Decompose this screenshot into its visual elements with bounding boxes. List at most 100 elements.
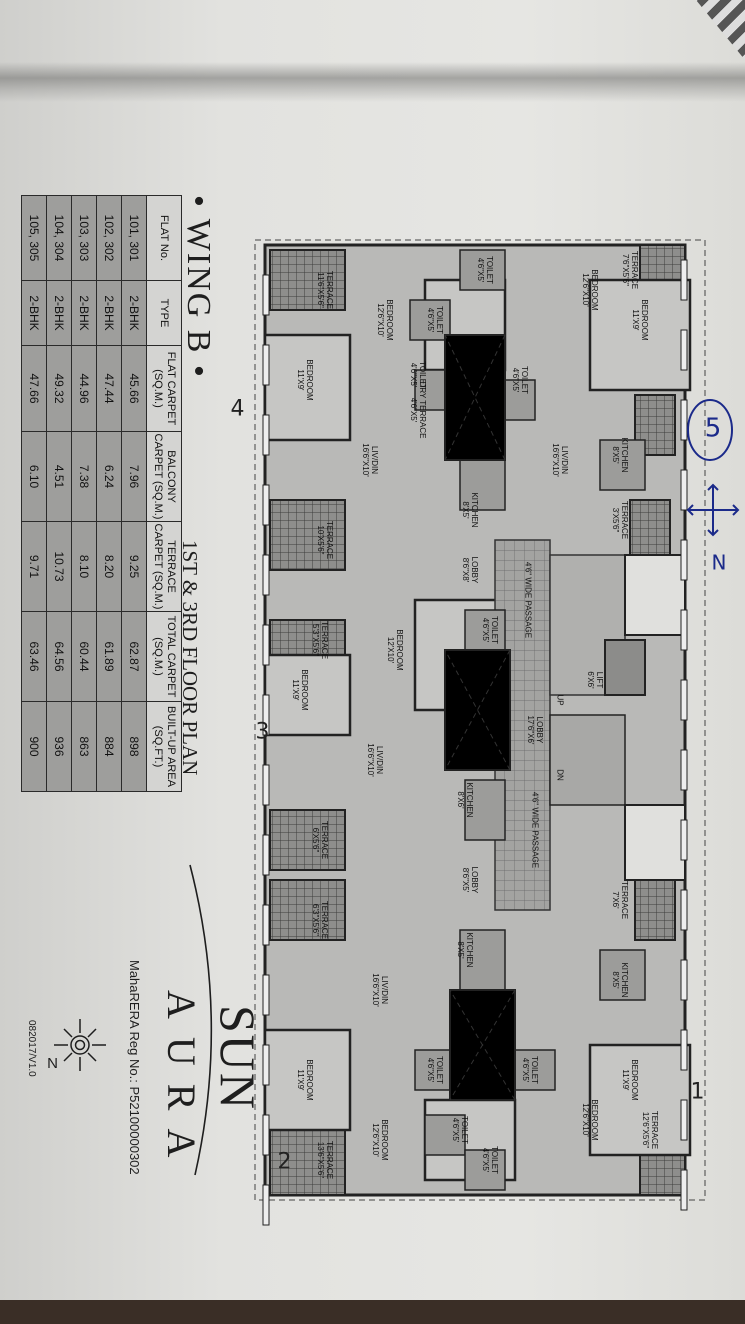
window bbox=[680, 469, 688, 511]
window bbox=[262, 484, 270, 526]
room-size: 16'6"X10' bbox=[371, 973, 380, 1007]
table-cell: 63.46 bbox=[21, 611, 47, 702]
room-name: TERRACE bbox=[620, 500, 629, 540]
title-swoosh bbox=[189, 864, 213, 1176]
handwritten-flat-3: 3 bbox=[255, 719, 270, 745]
table-cell: 936 bbox=[46, 701, 72, 792]
table-cell: 7.38 bbox=[71, 431, 97, 522]
room-name: BEDROOM bbox=[640, 299, 649, 341]
room-name: 4'6" WIDE PASSAGE bbox=[523, 561, 533, 639]
room-label: 4'6" WIDE PASSAGE bbox=[524, 562, 533, 638]
room-name: TERRACE bbox=[650, 1110, 659, 1150]
room-size: 4'6"X5' bbox=[481, 617, 490, 643]
table-cell: 60.44 bbox=[71, 611, 97, 702]
room-name: BEDROOM bbox=[590, 269, 599, 311]
window bbox=[680, 539, 688, 581]
window bbox=[262, 1184, 270, 1226]
table-cell: 2-BHK bbox=[71, 280, 97, 346]
room-name: TOILET bbox=[485, 256, 494, 284]
room-name: KITCHEN bbox=[465, 782, 474, 818]
room-size: 4'6"X5' bbox=[521, 1057, 530, 1083]
room-name: BEDROOM bbox=[305, 359, 314, 401]
window bbox=[262, 904, 270, 946]
room-name: TERRACE bbox=[630, 250, 639, 290]
table-cell: 64.56 bbox=[46, 611, 72, 702]
brand-name-aura: AURA bbox=[159, 990, 204, 1176]
room-size: 10'X5'6" bbox=[316, 525, 325, 555]
handwritten-flat-1: 1 bbox=[690, 1079, 705, 1105]
room-name: LOBBY bbox=[470, 556, 479, 584]
window bbox=[262, 274, 270, 316]
room-name: KITCHEN bbox=[620, 962, 629, 998]
table-cell: 47.44 bbox=[96, 345, 122, 432]
room-label: UP bbox=[556, 694, 565, 705]
room-size: 11'6"X5'6" bbox=[316, 272, 325, 308]
table-cell: 900 bbox=[21, 701, 47, 792]
room-name: LIV/DIN bbox=[375, 745, 384, 775]
window bbox=[262, 554, 270, 596]
small-room bbox=[424, 1114, 466, 1156]
room-name: DN bbox=[555, 769, 565, 781]
terrace-area bbox=[269, 879, 346, 941]
table-cell: 7.96 bbox=[121, 431, 147, 522]
column-header: TOTAL CARPET (SQ.M.) bbox=[146, 611, 182, 702]
open-void bbox=[624, 554, 686, 636]
table-cell: 104, 304 bbox=[46, 195, 72, 281]
room-name: TOILET bbox=[460, 1116, 469, 1144]
table-cell: 898 bbox=[121, 701, 147, 792]
room-size: 8'X5' bbox=[456, 941, 465, 959]
handwritten-flat-4: 4 bbox=[230, 396, 245, 422]
window bbox=[680, 1099, 688, 1141]
room-name: LIV/DIN bbox=[560, 445, 569, 475]
table-cell: 9.71 bbox=[21, 521, 47, 612]
room-size: 3'X5'6" bbox=[611, 507, 620, 533]
room-name: BEDROOM bbox=[380, 1119, 389, 1161]
room-name: TERRACE bbox=[320, 900, 329, 940]
window bbox=[262, 974, 270, 1016]
table-cell: 8.10 bbox=[71, 521, 97, 612]
compass-north-label: N bbox=[47, 1054, 58, 1072]
window bbox=[680, 679, 688, 721]
room-size: 5'3"X5'6" bbox=[311, 624, 320, 656]
table-cell: 103, 303 bbox=[71, 195, 97, 281]
room-size: 12'6"X10' bbox=[581, 273, 590, 307]
window bbox=[680, 399, 688, 441]
room-size: 8'X5' bbox=[461, 501, 470, 519]
room-size: 4'6"X5' bbox=[476, 257, 485, 283]
room-size: 12'X10' bbox=[386, 636, 395, 664]
small-room bbox=[459, 249, 506, 291]
room-size: 17'6"X6' bbox=[526, 715, 535, 745]
bedroom-area bbox=[588, 278, 692, 392]
room-name: BEDROOM bbox=[300, 669, 309, 711]
room-size: 11'X9' bbox=[631, 309, 640, 331]
room-size: 4'6"X5' bbox=[426, 1057, 435, 1083]
handwritten-direction-arrows-icon bbox=[686, 483, 740, 537]
table-cell: 2-BHK bbox=[96, 280, 122, 346]
table-cell: 884 bbox=[96, 701, 122, 792]
room-size: 6'X6' bbox=[586, 671, 595, 689]
